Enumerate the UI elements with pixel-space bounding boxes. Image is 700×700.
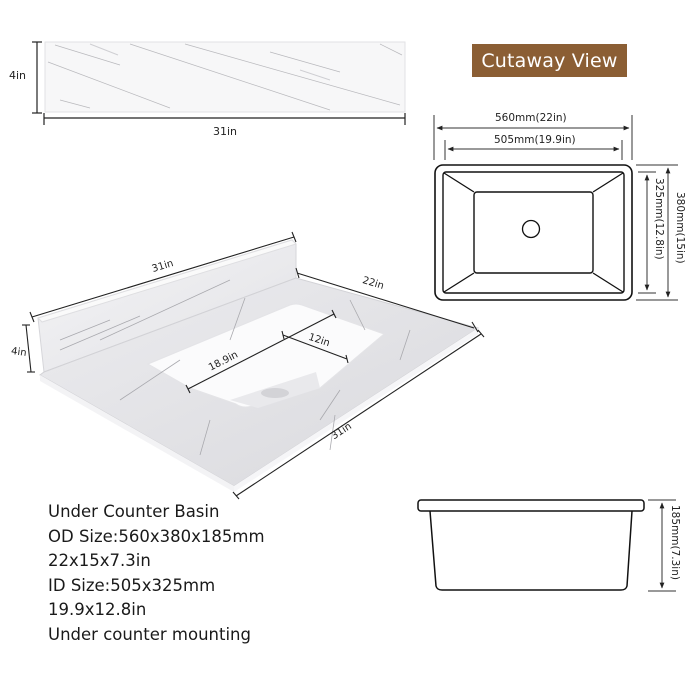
backsplash-dimension-lines: [32, 41, 406, 125]
inner-depth-label: 325mm(12.8in): [653, 178, 665, 260]
basin-height-label: 185mm(7.3in): [669, 505, 681, 580]
countertop-3d: [37, 239, 480, 492]
side-dimension-lines: [648, 499, 676, 592]
backsplash-panel: [44, 41, 406, 113]
countertop-backsplash-height-label: 4in: [10, 345, 28, 360]
cutaway-top-view: [434, 164, 633, 301]
cutaway-view-badge: Cutaway View: [472, 44, 627, 77]
drain-icon: [521, 219, 541, 239]
outer-width-label: 560mm(22in): [495, 112, 567, 124]
spec-line: Under Counter Basin: [48, 502, 220, 521]
inner-width-label: 505mm(19.9in): [494, 134, 576, 146]
spec-line: OD Size:560x380x185mm: [48, 526, 265, 546]
countertop-dimension-lines: [22, 231, 485, 500]
cutaway-side-view: [417, 499, 645, 591]
backsplash-width-label: 31in: [213, 125, 238, 138]
cutaway-dimension-lines: [433, 115, 678, 301]
spec-line: ID Size:505x325mm: [48, 575, 216, 595]
outer-depth-label: 380mm(15in): [674, 192, 686, 264]
spec-line: 22x15x7.3in: [48, 551, 151, 570]
spec-line: Under counter mounting: [48, 624, 251, 644]
backsplash-height-label: 4in: [9, 69, 27, 82]
basin-drain-icon: [261, 388, 289, 398]
spec-line: 19.9x12.8in: [48, 600, 147, 619]
spec-list: Under Counter Basin OD Size:560x380x185m…: [48, 500, 265, 647]
